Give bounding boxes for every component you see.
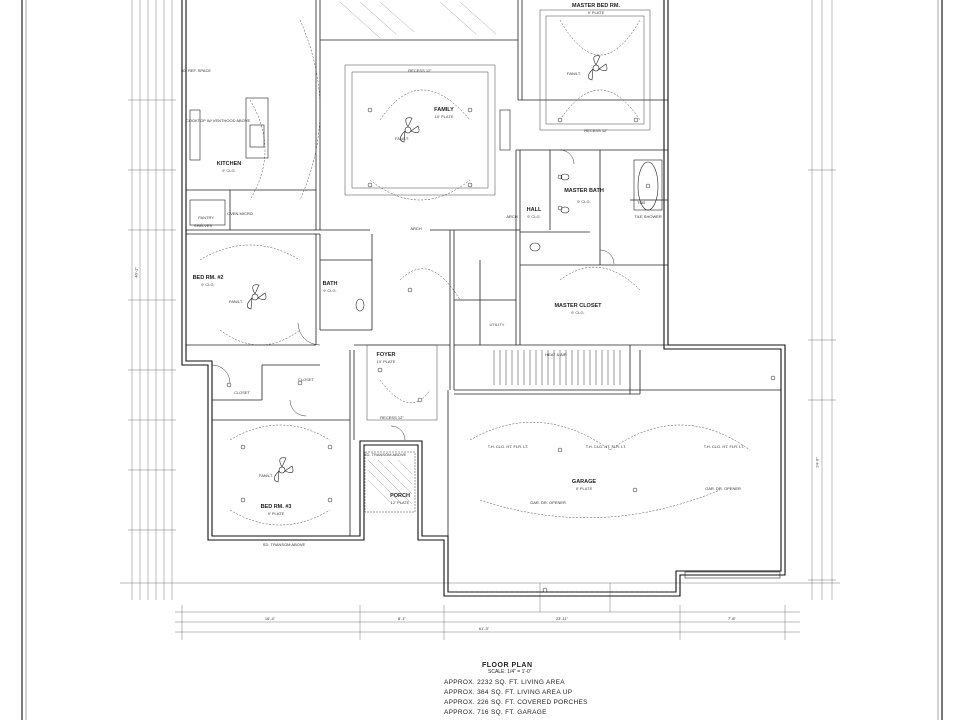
ceiling-fan-icon [587, 55, 608, 81]
dimension-label-right: 24'-0" [814, 457, 820, 468]
dimension-label-total: 61'-3" [478, 626, 490, 631]
interior-walls [186, 0, 781, 536]
plumbing-fixtures [189, 97, 663, 312]
room-label-bed2: BED RM. #2 [192, 275, 224, 281]
room-label-hall: HALL [526, 207, 542, 213]
room-label-bed3: BED RM. #3 [260, 504, 292, 510]
stair-treads [493, 350, 621, 385]
room-label-bath: BATH [322, 281, 338, 287]
room-label-garage: GARAGE [571, 479, 597, 485]
ceiling-fan-icon [273, 457, 294, 483]
ceiling-label-master-closet: 9' CLG. [571, 310, 585, 315]
fan-label: FAN/LT. [567, 71, 581, 76]
fan-label: FAN/LT. [395, 136, 409, 141]
transom-label-porch: SD. TRANSOM ABOVE [363, 452, 407, 457]
area-line: APPROX. 716 SQ. FT. GARAGE [444, 709, 547, 716]
recessed-ceilings [344, 9, 651, 513]
wiring-arcs [199, 19, 751, 526]
dimension-label-left: 40'-1" [133, 267, 139, 278]
tile-shower-label: TILE SHOWER [634, 214, 662, 219]
fan-label: FAN/LT. [259, 473, 273, 478]
room-label-pantry: PANTRY [198, 215, 214, 220]
dimension-label: 7'-8" [728, 616, 736, 621]
fan-label: FAN/LT. [229, 299, 243, 304]
garage-opener-label: GAR. DR. OPENER [705, 486, 741, 491]
porch-hatch [339, 1, 497, 505]
plate-label-bed3: 9' PLATE [267, 511, 285, 516]
plate-label-master-bed: 9' PLATE [587, 10, 605, 15]
area-line: APPROX. 364 SQ. FT. LIVING AREA UP [444, 689, 573, 696]
plate-label-foyer: 10' PLATE [376, 359, 396, 364]
arch-label: ARCH [410, 226, 422, 231]
ceiling-label-bath: 9' CLG. [323, 288, 337, 293]
shelves-label: SHELVES [193, 223, 213, 228]
area-line: APPROX. 2232 SQ. FT. LIVING AREA [444, 679, 565, 686]
room-label-closet-2: CLOSET [297, 377, 315, 382]
light-fixtures [226, 107, 776, 593]
ref-space-label: 40" REF. SPACE [180, 68, 212, 73]
ceiling-label-hall: 9' CLG. [527, 214, 541, 219]
ceiling-fan-icon [399, 117, 420, 143]
door-swings [211, 149, 615, 441]
ceiling-label-bed2: 9' CLG. [201, 282, 215, 287]
room-label-family: FAMILY [434, 107, 454, 113]
room-label-kitchen: KITCHEN [216, 161, 242, 167]
recess-label-family: RECESS 12" [408, 68, 432, 73]
ceiling-fan-icon [246, 284, 267, 310]
recess-label-foyer: RECESS 12" [380, 415, 404, 420]
room-label-closet: CLOSET [233, 390, 251, 395]
recess-label-master: RECESS 12" [584, 128, 608, 133]
title-block: FLOOR PLAN SCALE: 1/4" = 1'-0" APPROX. 2… [440, 662, 680, 718]
room-label-utility: UTILITY [489, 322, 505, 327]
garage-light-label: T.H. CLG. HT. FLR. LT. [585, 444, 627, 449]
sheet-border [21, 0, 943, 720]
arch-label: ARCH [506, 214, 518, 219]
room-label-foyer: FOYER [376, 352, 396, 358]
plate-label-garage: 9' PLATE [575, 486, 593, 491]
plate-label-family: 10' PLATE [434, 114, 454, 119]
room-label-porch: PORCH [390, 493, 410, 499]
dimension-lines [120, 0, 840, 640]
oven-label: OVEN MICRO [227, 211, 253, 216]
garage-door [448, 571, 781, 593]
room-label-master-closet: MASTER CLOSET [554, 303, 602, 309]
exterior-walls [181, 0, 786, 597]
garage-light-label: T.H. CLG. HT. FLR. LT. [703, 444, 745, 449]
plan-title: FLOOR PLAN [482, 662, 533, 669]
ceiling-label-master-bath: 9' CLG. [577, 199, 591, 204]
plate-label-porch: 12' PLATE [390, 500, 410, 505]
tub-label: TUB [637, 200, 645, 205]
cooktop-label: COOKTOP W/ VENTHOOD ABOVE [185, 118, 251, 123]
dimension-label: 16'-4" [264, 616, 276, 621]
area-line: APPROX. 226 SQ. FT. COVERED PORCHES [444, 699, 588, 706]
ceiling-label-kitchen: 9' CLG. [222, 168, 236, 173]
dimension-label: 8'-1" [398, 616, 406, 621]
room-label-master-bed: MASTER BED RM. [572, 3, 620, 9]
heat-air-label: HEAT & AIR [545, 352, 567, 357]
plan-scale: SCALE: 1/4" = 1'-0" [488, 669, 532, 675]
garage-opener-label: GAR. DR. OPENER [530, 500, 566, 505]
room-label-master-bath: MASTER BATH [564, 188, 604, 194]
garage-light-label: T.H. CLG. HT. FLR. LT. [487, 444, 529, 449]
transom-label-bed3: SD. TRANSOM ABOVE [262, 542, 306, 547]
dimension-label: 23'-11" [555, 616, 569, 621]
